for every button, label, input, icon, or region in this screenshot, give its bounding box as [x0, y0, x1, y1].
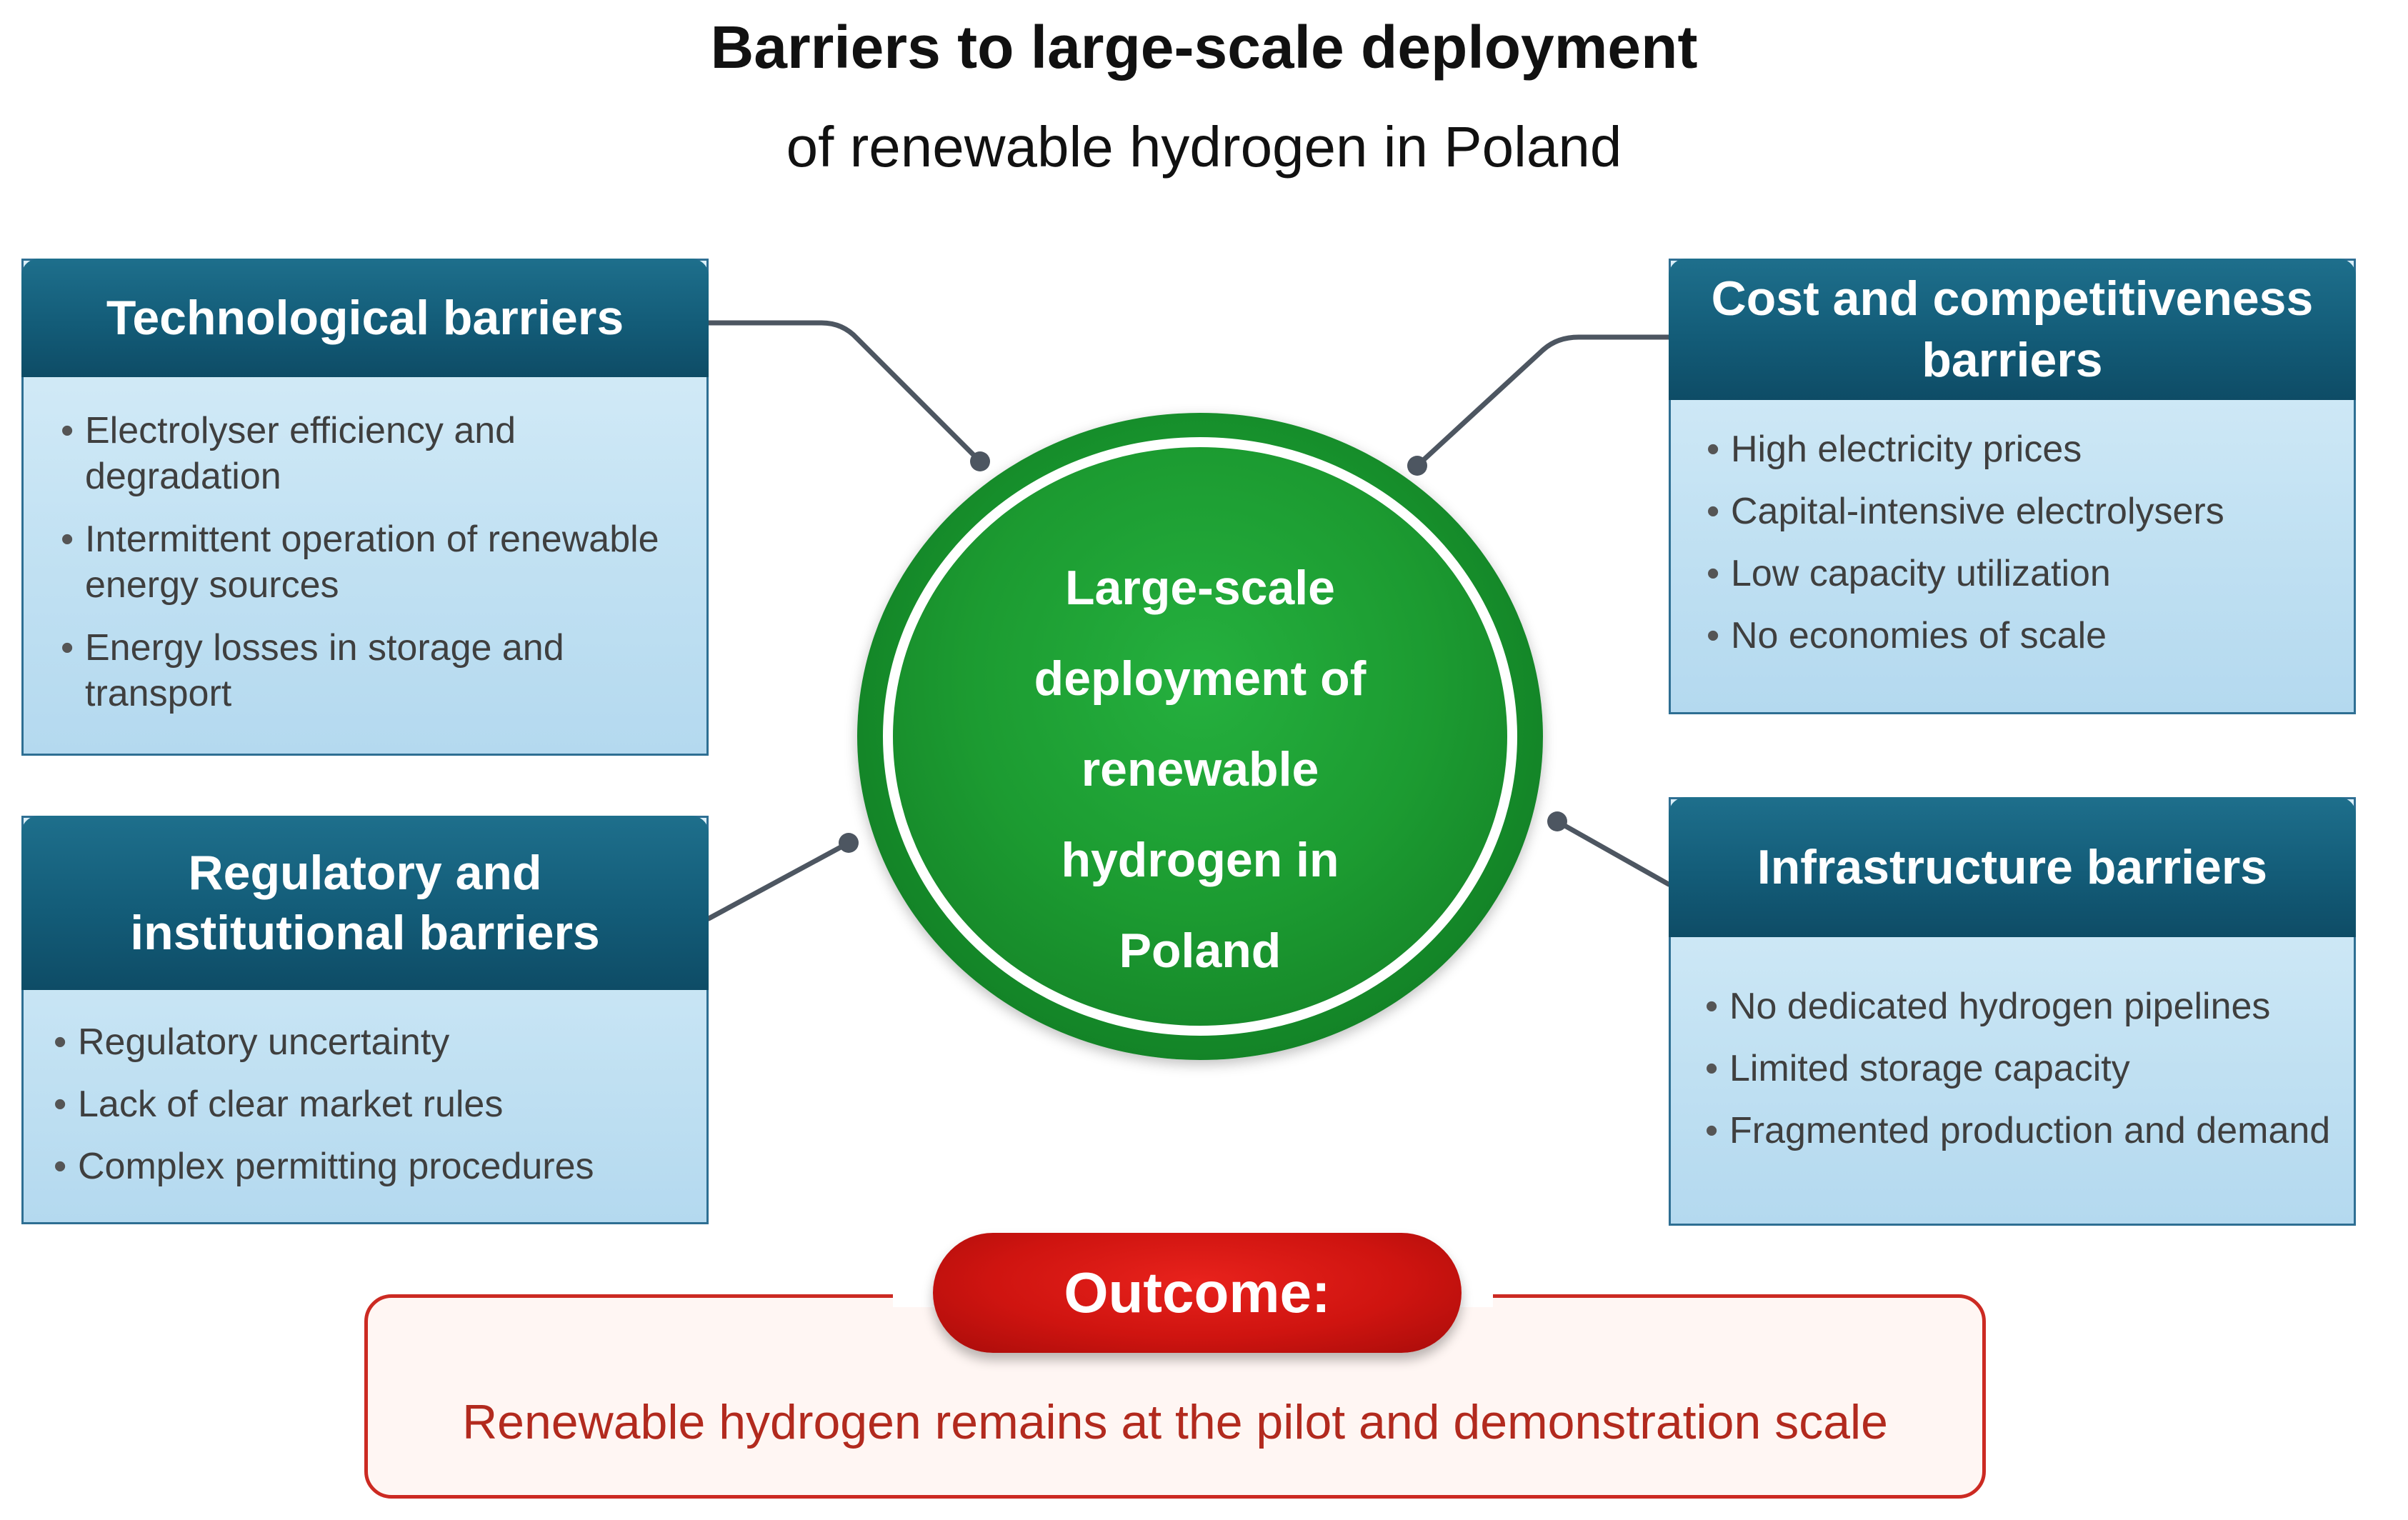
barrier-list: High electricity prices Capital-intensiv…	[1707, 426, 2332, 675]
hub-label-line: renewable	[1081, 742, 1319, 796]
list-item: Intermittent operation of renewable ener…	[61, 516, 685, 608]
list-item: No economies of scale	[1707, 613, 2332, 659]
connector-regulatory	[706, 840, 851, 921]
panel-heading-line: Cost and competitiveness	[1711, 271, 2314, 326]
connector-dot-infrastructure	[1547, 811, 1567, 831]
list-item: Limited storage capacity	[1705, 1046, 2339, 1091]
list-item: Complex permitting procedures	[54, 1144, 685, 1189]
list-item: Energy losses in storage and transport	[61, 625, 685, 716]
connector-cost	[1414, 334, 1672, 469]
panel-heading: Technological barriers	[21, 259, 709, 377]
connector-dot-cost	[1407, 456, 1427, 476]
outcome-badge: Outcome:	[933, 1233, 1462, 1353]
list-item: High electricity prices	[1707, 426, 2332, 472]
list-item: Fragmented production and demand	[1705, 1108, 2339, 1154]
panel-heading-line: Regulatory and	[188, 846, 542, 900]
panel-heading-line: institutional barriers	[130, 906, 600, 960]
connector-dot-regulatory	[839, 833, 859, 853]
connector-technological	[706, 320, 983, 464]
panel-heading: Regulatory and institutional barriers	[21, 816, 709, 990]
central-hub-label: Large-scale deployment of renewable hydr…	[986, 543, 1414, 996]
connector-infrastructure	[1554, 819, 1672, 887]
outcome-statement: Renewable hydrogen remains at the pilot …	[462, 1395, 1888, 1449]
panel-heading: Cost and competitiveness barriers	[1669, 259, 2356, 400]
list-item: Regulatory uncertainty	[54, 1019, 685, 1065]
hub-label-line: Poland	[1119, 924, 1282, 978]
list-item: No dedicated hydrogen pipelines	[1705, 984, 2339, 1029]
infrastructure-barriers-panel: Infrastructure barriers No dedicated hyd…	[1669, 797, 2356, 1226]
diagram-title: Barriers to large-scale deployment	[710, 14, 1698, 81]
hub-label-line: Large-scale	[1065, 561, 1335, 615]
connector-dot-technological	[970, 451, 990, 471]
barrier-list: Regulatory uncertainty Lack of clear mar…	[54, 1019, 685, 1206]
list-item: Capital-intensive electrolysers	[1707, 489, 2332, 534]
hub-label-line: deployment of	[1034, 651, 1367, 706]
cost-barriers-panel: Cost and competitiveness barriers High e…	[1669, 259, 2356, 714]
panel-heading: Infrastructure barriers	[1669, 797, 2356, 937]
list-item: Low capacity utilization	[1707, 551, 2332, 596]
regulatory-barriers-panel: Regulatory and institutional barriers Re…	[21, 816, 709, 1224]
list-item: Electrolyser efficiency and degradation	[61, 408, 685, 499]
hub-label-line: hydrogen in	[1061, 833, 1339, 887]
technological-barriers-panel: Technological barriers Electrolyser effi…	[21, 259, 709, 756]
list-item: Lack of clear market rules	[54, 1081, 685, 1127]
barrier-list: Electrolyser efficiency and degradation …	[61, 408, 685, 734]
panel-heading-line: barriers	[1922, 333, 2103, 387]
diagram-subtitle: of renewable hydrogen in Poland	[786, 115, 1622, 179]
barrier-list: No dedicated hydrogen pipelines Limited …	[1705, 984, 2339, 1170]
